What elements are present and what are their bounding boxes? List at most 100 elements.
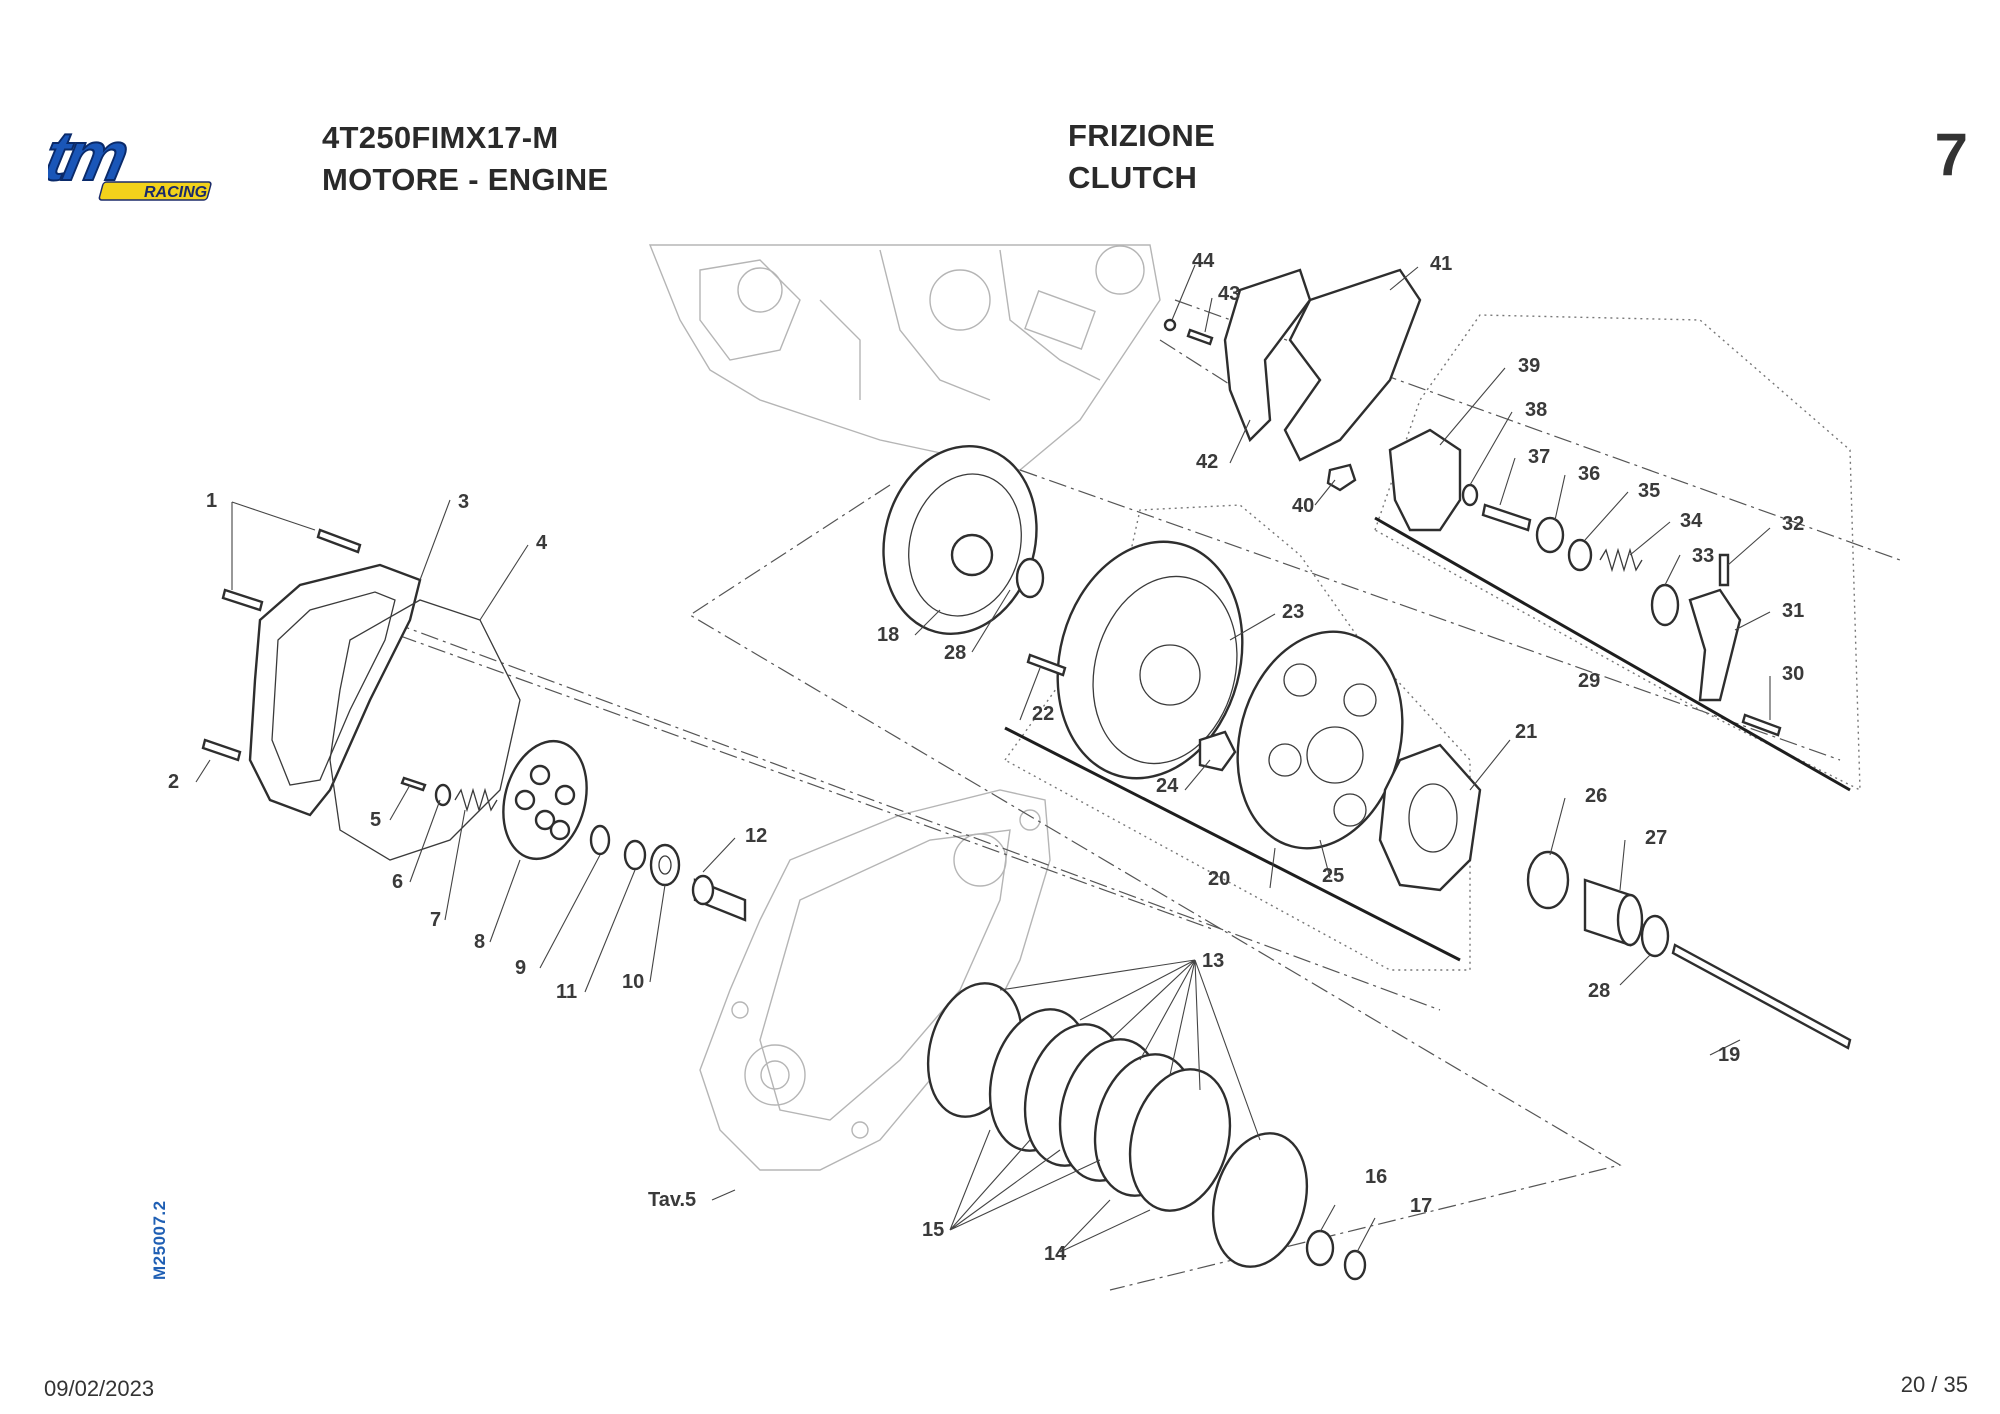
callout-36: 36 (1578, 463, 1600, 485)
nut-24 (1198, 730, 1237, 772)
callout-37: 37 (1528, 446, 1550, 468)
spring-34 (1599, 547, 1643, 573)
washer-6 (434, 783, 452, 807)
callout-27: 27 (1645, 827, 1667, 849)
callout-8: 8 (474, 931, 485, 953)
spring-7 (454, 787, 498, 813)
section-title-en: CLUTCH (1068, 160, 1198, 195)
group-20-outline (1003, 504, 1471, 971)
callout-12: 12 (745, 825, 767, 847)
bearing-10 (649, 843, 681, 887)
reference-tav5: Tav.5 (648, 1189, 696, 1211)
callout-38: 38 (1525, 399, 1547, 421)
callout-29: 29 (1578, 670, 1600, 692)
screw-43 (1186, 328, 1214, 346)
callout-1: 1 (206, 490, 217, 512)
tm-racing-logo: tm RACING (48, 128, 212, 201)
callout-24: 24 (1156, 775, 1179, 797)
lockwasher-17 (1343, 1249, 1367, 1281)
drawing-code: M25007.2 (150, 1200, 169, 1280)
callout-23: 23 (1282, 601, 1304, 623)
callout-3: 3 (458, 491, 469, 513)
screw-22 (1026, 653, 1067, 677)
callout-19: 19 (1718, 1044, 1740, 1066)
callout-5: 5 (370, 809, 381, 831)
actuator-31 (1688, 588, 1742, 702)
screw-5 (400, 776, 427, 792)
piston-36 (1535, 516, 1565, 554)
logo-subtext: RACING (144, 184, 207, 201)
washer-28-lower (1640, 914, 1670, 958)
disc-stack-5 (1128, 1068, 1232, 1212)
callout-labels: 1 2 3 4 5 6 7 8 9 10 11 12 13 14 15 16 1… (168, 250, 1804, 1265)
callout-39: 39 (1518, 355, 1540, 377)
guard-42 (1223, 268, 1312, 443)
callout-28a: 28 (944, 642, 966, 664)
callout-22: 22 (1032, 703, 1054, 725)
callout-7: 7 (430, 909, 441, 931)
engine-block-ghost (648, 244, 1161, 471)
callout-32: 32 (1782, 513, 1804, 535)
oring-38 (1461, 483, 1479, 507)
callout-20: 20 (1208, 868, 1230, 890)
rod-19 (1671, 943, 1852, 1050)
crankcase-cover-ghost (699, 789, 1051, 1171)
screw-1b (221, 588, 264, 612)
model-code: 4T250FIMX17-M (322, 120, 559, 155)
screw-2 (201, 738, 242, 762)
callout-34: 34 (1680, 510, 1703, 532)
section-title-it: FRIZIONE (1068, 118, 1216, 153)
group-20-brace (1004, 726, 1461, 962)
footer-page-count: 20 / 35 (1900, 1372, 1968, 1397)
callout-44: 44 (1192, 250, 1215, 272)
callout-13: 13 (1202, 950, 1224, 972)
callout-10: 10 (622, 971, 644, 993)
logo-text: tm (48, 128, 133, 195)
callout-17: 17 (1410, 1195, 1432, 1217)
pin-37 (1481, 503, 1532, 532)
callout-15: 15 (922, 1219, 944, 1241)
callout-6: 6 (392, 871, 403, 893)
needle-bearing (1526, 850, 1570, 910)
bleed-screw-32 (1718, 553, 1730, 587)
callout-14: 14 (1044, 1243, 1067, 1265)
callout-16: 16 (1365, 1166, 1387, 1188)
callout-40: 40 (1292, 495, 1314, 517)
callout-28b: 28 (1588, 980, 1610, 1002)
callout-18: 18 (877, 624, 899, 646)
callout-4: 4 (536, 532, 548, 554)
washer-28-upper (1015, 557, 1045, 599)
washer-11 (623, 839, 647, 871)
callout-25: 25 (1322, 865, 1344, 887)
callout-21: 21 (1515, 721, 1537, 743)
housing-39 (1388, 428, 1462, 532)
disc-last (1211, 1132, 1309, 1268)
screw-1a (316, 528, 362, 554)
seal-35 (1567, 538, 1593, 572)
clutch-cover (248, 563, 422, 817)
nut-40 (1326, 463, 1357, 492)
page-number: 7 (1934, 121, 1968, 188)
circlip-9 (589, 824, 611, 856)
callout-26: 26 (1585, 785, 1607, 807)
part-shapes (201, 268, 1852, 1281)
group-29-brace (1374, 516, 1851, 792)
group-title: MOTORE - ENGINE (322, 162, 609, 197)
screw-30 (1741, 713, 1782, 737)
callout-11: 11 (556, 981, 577, 1003)
callout-43: 43 (1218, 283, 1240, 305)
plate-21 (1378, 743, 1482, 892)
footer-date: 09/02/2023 (44, 1376, 155, 1401)
callout-42: 42 (1196, 451, 1218, 473)
callout-30: 30 (1782, 663, 1804, 685)
callout-9: 9 (515, 957, 526, 979)
oring-33 (1650, 583, 1680, 627)
callout-2: 2 (168, 771, 179, 793)
washer-44 (1163, 318, 1177, 332)
cover-gasket (329, 599, 521, 861)
guard-41 (1283, 268, 1422, 462)
callout-33: 33 (1692, 545, 1714, 567)
nut-16 (1305, 1229, 1335, 1267)
driven-gear (1236, 630, 1404, 850)
